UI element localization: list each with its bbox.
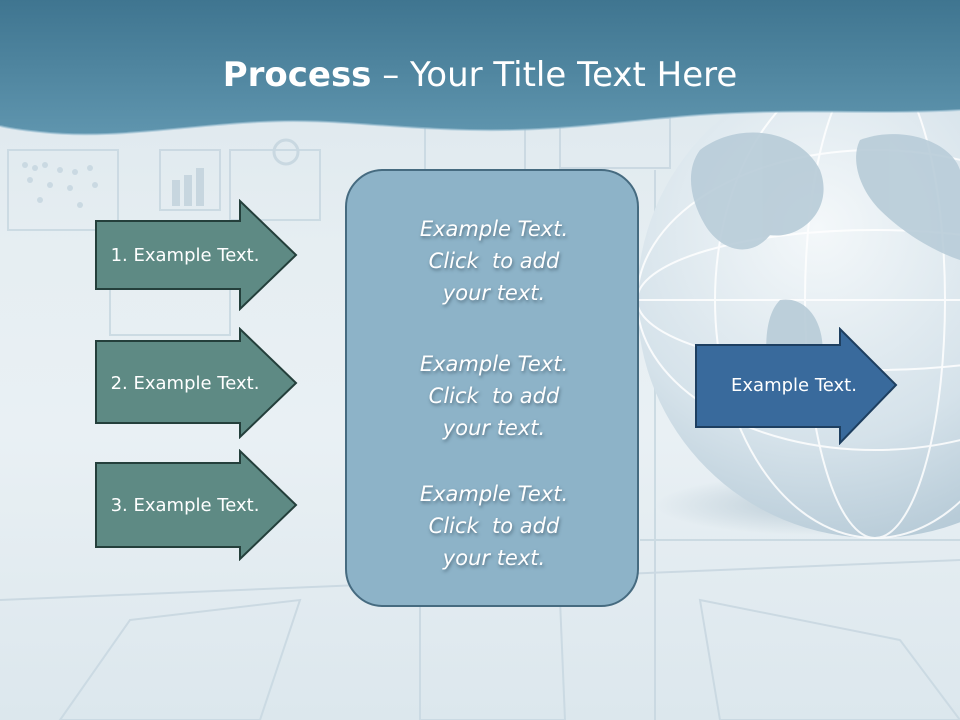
header-band xyxy=(0,0,960,135)
slide-title[interactable]: Process – Your Title Text Here xyxy=(0,50,960,100)
arrow-right-shape xyxy=(95,327,298,439)
center-text-line: Click to add xyxy=(428,384,560,408)
result-arrow[interactable]: Example Text. xyxy=(694,327,898,445)
header-band-highlight xyxy=(0,109,960,136)
center-text-line: Click to add xyxy=(428,514,560,538)
title-bold: Process xyxy=(222,55,372,95)
bar-graph-decoration xyxy=(172,168,204,206)
center-text-block-2: Example Text. Click to add your text. xyxy=(347,348,641,444)
center-text-line: Example Text. xyxy=(419,352,569,376)
title-rest: – Your Title Text Here xyxy=(371,55,738,95)
center-text-line: your text. xyxy=(442,416,546,440)
center-text-block-3: Example Text. Click to add your text. xyxy=(347,478,641,574)
arrow-right-shape xyxy=(95,449,298,561)
process-step-2-arrow[interactable]: 2. Example Text. xyxy=(94,327,298,439)
center-text-line: Example Text. xyxy=(419,482,569,506)
process-step-1-arrow[interactable]: 1. Example Text. xyxy=(94,199,298,311)
center-text-line: your text. xyxy=(442,546,546,570)
process-step-3-label: 3. Example Text. xyxy=(110,494,260,516)
center-text-line: your text. xyxy=(442,281,546,305)
process-step-3-arrow[interactable]: 3. Example Text. xyxy=(94,449,298,561)
process-step-1-label: 1. Example Text. xyxy=(110,244,260,266)
center-text-box[interactable]: Example Text. Click to add your text. Ex… xyxy=(345,169,639,607)
arrow-right-shape xyxy=(95,199,298,311)
center-text-line: Click to add xyxy=(428,249,560,273)
process-step-2-label: 2. Example Text. xyxy=(110,372,260,394)
center-text-line: Example Text. xyxy=(419,217,569,241)
dot-world-map-decoration xyxy=(22,162,98,208)
globe-continents xyxy=(690,132,960,409)
result-arrow-label: Example Text. xyxy=(731,374,857,396)
center-text-block-1: Example Text. Click to add your text. xyxy=(347,213,641,309)
arrow-right-shape xyxy=(695,327,898,445)
ring-decoration xyxy=(272,138,300,166)
